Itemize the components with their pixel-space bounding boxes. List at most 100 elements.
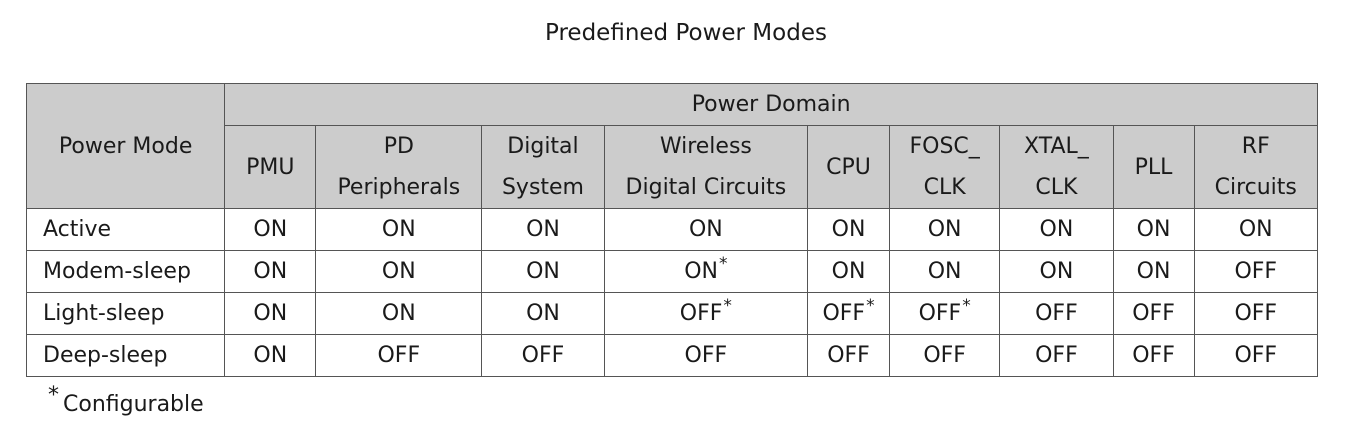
column-header-line: PD [383,134,414,159]
column-header-line: CLK [923,175,966,200]
state-cell: ON [315,250,483,293]
state-cell: OFF [807,334,890,377]
footnote: *Configurable [48,383,204,417]
column-header-line: RF [1241,134,1270,159]
column-header: PMU [224,125,317,209]
state-value: OFF [918,301,962,326]
state-value: ON [1039,217,1074,242]
column-header-line: PMU [246,154,295,180]
state-value: ON [688,217,723,242]
power-modes-table: Power Mode Power Domain PMU PD Peripherals… [25,83,1319,377]
state-value: ON [927,217,962,242]
footnote-text: Configurable [63,392,204,417]
column-header-line: XTAL_ [1024,134,1089,159]
state-value: ON [526,217,560,242]
state-value: ON [1238,217,1273,242]
column-header: RF Circuits [1193,125,1319,209]
state-value: ON [381,217,416,242]
state-value: ON [927,259,962,284]
state-value: OFF [1132,301,1175,326]
column-header-line: System [501,175,584,200]
column-header-line: Peripherals [337,175,461,200]
state-value: OFF [1234,301,1278,326]
power-mode-header: Power Mode [25,83,226,209]
page-title: Predefined Power Modes [545,20,827,46]
state-value: OFF [377,343,421,368]
column-header-line: Wireless [659,134,752,159]
state-cell: ON [224,208,317,251]
state-cell: ON [224,334,317,377]
state-cell: OFF [1112,334,1195,377]
state-value: OFF [684,343,728,368]
configurable-asterisk: * [723,296,732,316]
state-cell: ON [888,250,1001,293]
power-mode-cell: Active [25,208,226,251]
state-cell: ON [481,250,605,293]
configurable-asterisk: * [962,296,971,316]
state-cell: ON [315,208,483,251]
state-value: OFF [827,343,870,368]
state-cell: OFF [888,334,1001,377]
state-value: OFF [1035,343,1078,368]
state-value: ON [526,301,560,326]
state-cell: ON [1112,250,1195,293]
state-value: ON [684,259,718,284]
power-mode-cell: Light-sleep [25,292,226,335]
state-cell: ON [481,292,605,335]
column-header: FOSC_ CLK [888,125,1001,209]
column-header-line: CLK [1035,175,1078,200]
state-value: OFF [1234,259,1278,284]
footnote-symbol: * [48,383,59,408]
configurable-asterisk: * [866,296,875,316]
column-header: PLL [1112,125,1195,209]
column-header-line: FOSC_ [909,134,980,159]
state-value: OFF [1035,301,1078,326]
power-mode-cell: Deep-sleep [25,334,226,377]
state-value: ON [1136,259,1171,284]
state-value: OFF [1132,343,1175,368]
configurable-asterisk: * [719,254,728,274]
column-header: PD Peripherals [315,125,483,209]
column-header-line: Circuits [1214,175,1297,200]
state-value: OFF [822,301,866,326]
state-value: ON [253,217,288,242]
state-value: OFF [679,301,723,326]
state-value: ON [1136,217,1171,242]
state-value: OFF [521,343,565,368]
column-header-line: CPU [826,154,871,180]
state-cell: ON* [603,250,809,293]
state-cell: OFF [481,334,605,377]
state-cell: ON [224,250,317,293]
state-cell: ON [999,208,1114,251]
state-cell: OFF [1193,292,1319,335]
column-header-line: Digital Circuits [625,175,787,200]
power-domain-header: Power Domain [224,83,1318,126]
state-cell: ON [1112,208,1195,251]
state-cell: ON [315,292,483,335]
state-cell: OFF* [807,292,890,335]
state-cell: ON [807,250,890,293]
power-mode-cell: Modem-sleep [25,250,226,293]
state-cell: OFF [1193,250,1319,293]
state-value: OFF [1234,343,1278,368]
table-row: Active ON ON ON ON ON ON ON ON ON [25,208,1319,251]
state-value: ON [526,259,560,284]
state-value: ON [831,217,866,242]
state-cell: OFF* [888,292,1001,335]
state-cell: ON [224,292,317,335]
state-value: ON [831,259,866,284]
state-cell: ON [999,250,1114,293]
state-cell: OFF* [603,292,809,335]
state-value: ON [1039,259,1074,284]
state-cell: OFF [1112,292,1195,335]
state-value: ON [381,259,416,284]
state-value: ON [253,259,288,284]
state-cell: ON [1193,208,1319,251]
state-cell: ON [888,208,1001,251]
state-value: OFF [923,343,966,368]
